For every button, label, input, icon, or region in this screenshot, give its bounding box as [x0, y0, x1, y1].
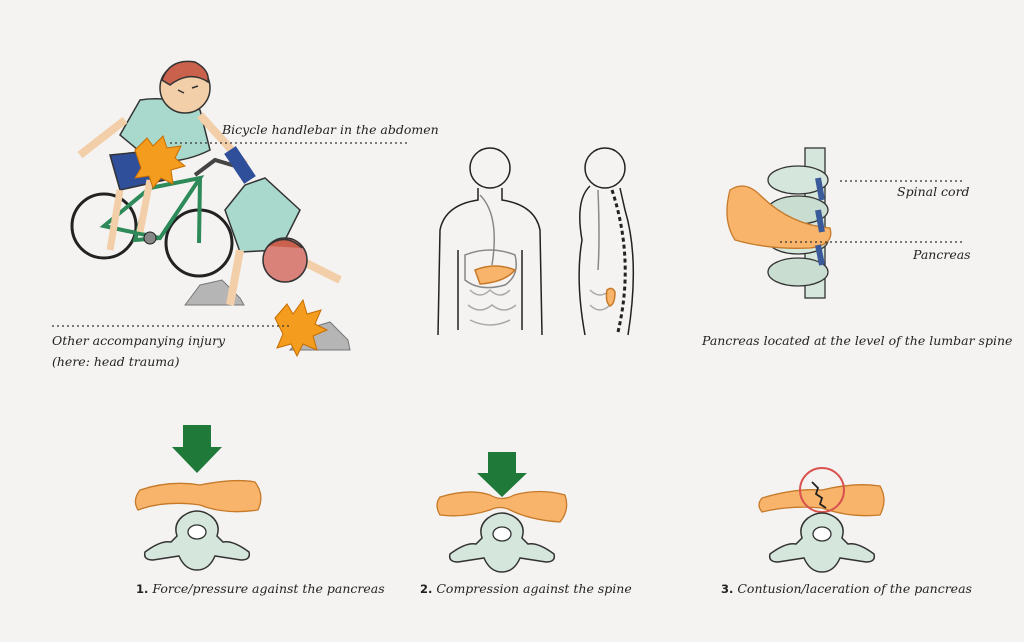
bicycle-accident-scene	[52, 60, 410, 358]
vertebra	[143, 510, 251, 571]
falling-boy	[224, 146, 342, 306]
step-number: 1.	[136, 582, 149, 596]
vertebra	[448, 512, 556, 573]
body-front-view	[437, 147, 543, 336]
pancreas-label: Pancreas	[913, 247, 971, 262]
step-text: Contusion/laceration of the pancreas	[737, 581, 972, 596]
step-text: Force/pressure against the pancreas	[152, 581, 385, 596]
pancreas-side	[605, 287, 616, 307]
head-trauma-label: (here: head trauma)	[52, 354, 180, 369]
spinal-cord-label: Spinal cord	[897, 184, 970, 199]
injury-circle	[799, 467, 845, 513]
pancreas-front	[474, 265, 517, 285]
impact-burst-head	[274, 298, 329, 358]
lumbar-spine-detail	[726, 147, 965, 299]
pancreas-shape	[134, 479, 262, 513]
lumbar-caption: Pancreas located at the level of the lum…	[702, 333, 1013, 348]
spinal-cord-segments	[815, 177, 825, 266]
step-1-caption: 1. Force/pressure against the pancreas	[136, 581, 385, 596]
other-injury-label: Other accompanying injury	[52, 333, 226, 348]
vertebra	[768, 512, 876, 573]
step-1-diagram	[134, 425, 262, 571]
step-number: 3.	[721, 582, 734, 596]
step-2-caption: 2. Compression against the spine	[420, 581, 632, 596]
step-3-caption: 3. Contusion/laceration of the pancreas	[721, 581, 972, 596]
pancreas-3d	[726, 185, 832, 249]
step-2-diagram	[436, 452, 568, 573]
handlebar-label: Bicycle handlebar in the abdomen	[222, 122, 439, 137]
step-text: Compression against the spine	[436, 581, 632, 596]
body-side-view	[578, 147, 635, 336]
step-number: 2.	[420, 582, 433, 596]
down-arrow-icon	[477, 452, 527, 497]
step-3-diagram	[758, 467, 885, 573]
pancreas-shape	[436, 490, 568, 523]
laceration-mark	[811, 481, 827, 509]
impact-burst-abdomen	[134, 135, 187, 190]
down-arrow-icon	[172, 425, 222, 473]
